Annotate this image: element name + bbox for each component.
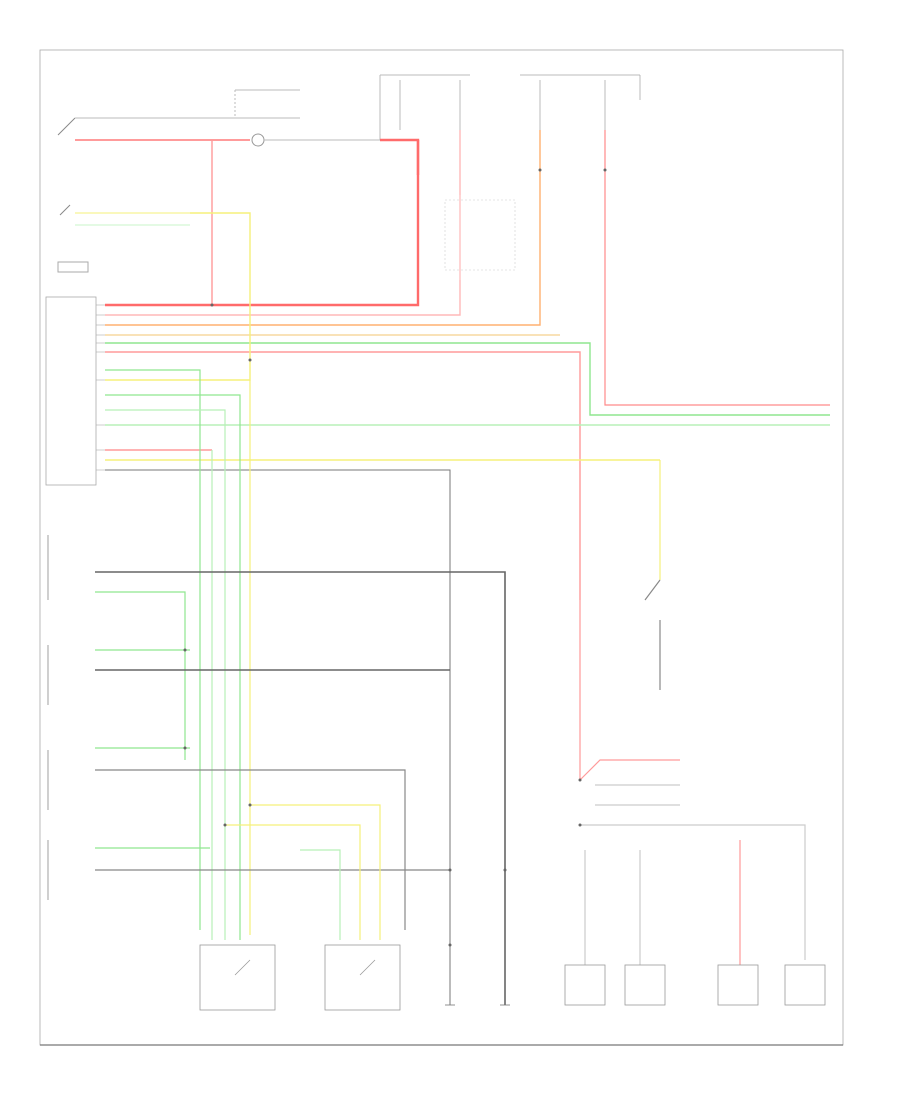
- switch-2: [59, 204, 71, 216]
- splice-dot: [578, 823, 582, 827]
- splice-dot: [538, 168, 542, 172]
- splice-dot: [183, 648, 187, 652]
- splice-dot: [248, 358, 252, 362]
- switch-contact: [57, 117, 76, 136]
- right-door-switches: [564, 964, 826, 1006]
- rf-contact: [359, 959, 376, 976]
- right-harness: [579, 460, 806, 965]
- right-front-jamb-switch: [624, 964, 666, 1006]
- splice-dot: [248, 803, 252, 807]
- connector-block: [57, 261, 89, 273]
- lf-contact: [234, 959, 251, 976]
- wire-darkgray-1: [95, 571, 506, 1005]
- ignition-section: [57, 74, 640, 273]
- wire-green-v1: [105, 369, 201, 930]
- wire-pink-long: [105, 351, 581, 600]
- wire-pink-r1: [579, 759, 680, 781]
- wire-green-h9: [300, 849, 341, 940]
- splice-dot: [210, 303, 214, 307]
- left-front-door-switch: [199, 944, 276, 1011]
- splice-dot: [603, 168, 607, 172]
- left-rear-jamb-switch: [717, 964, 759, 1006]
- wire-green-v3: [105, 409, 226, 940]
- wire-gray-r4: [580, 824, 806, 960]
- main-harness: [105, 130, 830, 1005]
- unit-pin-labels: [96, 304, 105, 471]
- wire-yellow-upper: [105, 212, 251, 381]
- wire-pink-lower: [105, 280, 461, 316]
- wire-green-v2: [105, 394, 241, 940]
- wire-yellow-h8: [225, 824, 361, 940]
- fuse-symbol: [251, 133, 265, 147]
- trunk-switch-contact: [644, 579, 661, 601]
- bottom-switch-assemblies: [199, 944, 401, 1011]
- control-unit-box: [45, 296, 97, 486]
- left-front-jamb-switch: [564, 964, 606, 1006]
- wire-green-right: [105, 342, 830, 416]
- relay-box: [444, 199, 516, 271]
- splice-dot: [578, 778, 582, 782]
- right-rear-jamb-switch: [784, 964, 826, 1006]
- switch-wires: [95, 571, 506, 1005]
- splice-dots: [183, 168, 607, 947]
- diagram-frame: [39, 49, 844, 1046]
- wire-red-top-link: [380, 138, 420, 175]
- wire-gray-h4: [95, 769, 406, 930]
- splice-dot: [448, 868, 452, 872]
- wire-orange: [105, 130, 541, 326]
- splice-dot: [503, 868, 507, 872]
- splice-dot: [183, 746, 187, 750]
- right-front-door-switch: [324, 944, 401, 1011]
- wire-green-h1: [95, 591, 186, 760]
- door-sensor-harness: [105, 369, 251, 940]
- fuse-row: [399, 75, 641, 130]
- splice-dot: [223, 823, 227, 827]
- wire-yellow-h7: [250, 804, 381, 940]
- splice-dot: [448, 943, 452, 947]
- wire-red-right: [604, 130, 830, 406]
- wire-black-ground: [105, 469, 451, 1005]
- wire-red-main: [105, 140, 420, 307]
